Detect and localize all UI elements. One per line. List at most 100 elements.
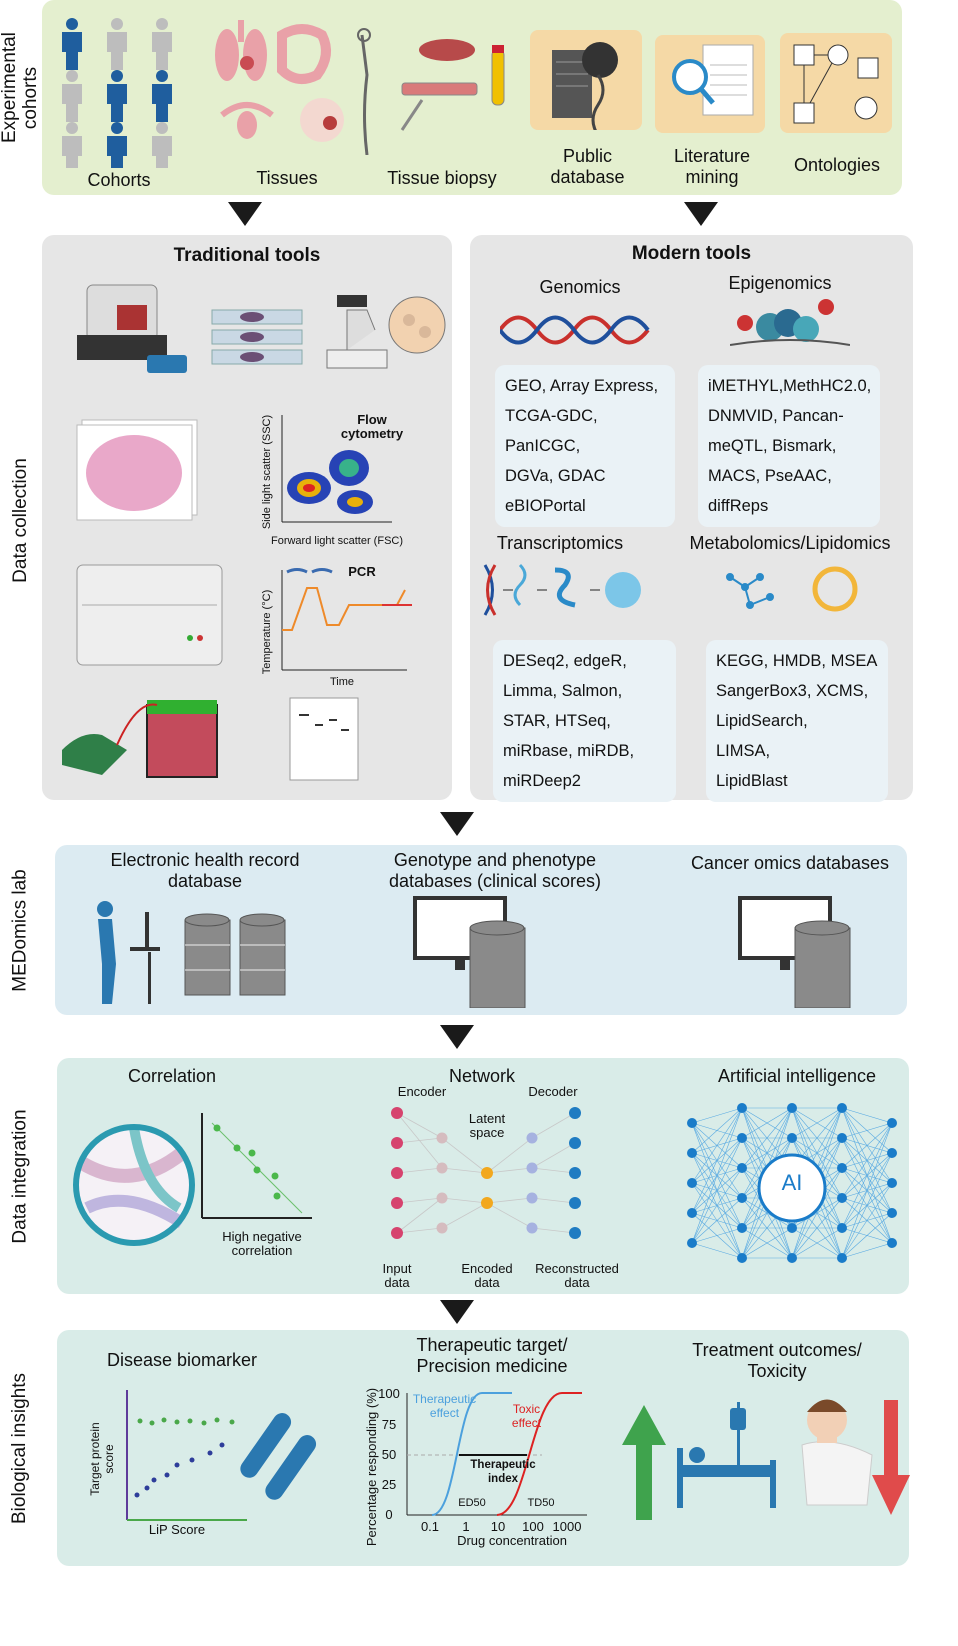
database-icon: [184, 913, 286, 996]
traditional-title: Traditional tools: [173, 245, 321, 266]
encoded-data-label: Encoded data: [461, 1261, 513, 1290]
section-label-integration: Data integration: [9, 1108, 31, 1244]
transcriptomics-tool: STAR, HTSeq,: [503, 712, 611, 730]
ytick-75: 75: [381, 1417, 397, 1432]
pcr-xlabel: Time: [329, 676, 355, 688]
genomics-tool: PanICGC,: [505, 437, 581, 455]
section-label-cohorts: Experimental cohorts: [0, 31, 41, 143]
latent-label: Latent space: [468, 1111, 506, 1140]
person-at-computer-icon: [97, 901, 160, 1004]
scatter-negative-icon: [201, 1113, 312, 1219]
flow-xlabel: Forward light scatter (FSC): [270, 535, 404, 547]
reconstructed-data-label: Reconstructed data: [535, 1261, 619, 1290]
transcriptomics-tool: miRbase, miRDB,: [503, 742, 635, 760]
xtick-100: 100: [522, 1519, 544, 1534]
pcr-machine-icon: [76, 564, 223, 666]
treatment-title: Treatment outcomes/ Toxicity: [692, 1340, 862, 1381]
transcriptomics-tool: Limma, Salmon,: [503, 682, 623, 700]
integration-panel: Correlation High negative correlation Ne…: [57, 1058, 909, 1294]
chord-diagram-icon: [73, 1124, 195, 1246]
high-negative-label: High negative correlation: [222, 1229, 302, 1258]
label-public-db: Public database: [550, 146, 625, 187]
label-geno: Genotype and phenotype databases (clinic…: [388, 850, 602, 891]
pcr-plot: [281, 568, 412, 671]
flow-arrow-1: [228, 202, 262, 226]
flow-ylabel: Side light scatter (SSC): [261, 414, 273, 530]
neural-network-icon: [687, 1103, 897, 1263]
section-label-lab: MEDomics lab: [9, 868, 31, 992]
lab-panel: Electronic health record database Genoty…: [55, 845, 907, 1015]
genomics-title: Genomics: [539, 277, 621, 297]
biomarker-title: Disease biomarker: [106, 1350, 258, 1370]
section-label-collection: Data collection: [9, 457, 31, 583]
dna-icon: [500, 315, 650, 345]
label-ehr: Electronic health record database: [110, 850, 300, 891]
metabolomics-tool: LipidBlast: [716, 772, 788, 790]
toxic-effect-label: Toxic effect: [511, 1402, 542, 1430]
people-icon: [62, 18, 172, 168]
xtick-1000: 1000: [552, 1519, 582, 1534]
ed50-label: ED50: [458, 1497, 486, 1509]
dr-ylabel: Percentage responding (%): [364, 1387, 379, 1547]
flow-title: Flow cytometry: [340, 412, 404, 441]
patient-bed-icon: [677, 1402, 776, 1508]
gel-icon: [289, 697, 359, 781]
label-biopsy: Tissue biopsy: [387, 168, 497, 188]
organs-icon: [215, 20, 344, 142]
metabolomics-tool: KEGG, HMDB, MSEA: [716, 652, 878, 670]
pcr-ylabel: Temperature (°C): [261, 589, 273, 675]
test-strip-icon: [240, 1413, 317, 1500]
literature-tile: [655, 35, 765, 133]
section-label-insights: Biological insights: [9, 1372, 31, 1524]
microtome-icon: [77, 284, 187, 373]
histology-icon: [76, 419, 198, 521]
xtick-10: 10: [490, 1519, 506, 1534]
label-cohorts: Cohorts: [87, 170, 151, 190]
epigenomics-tools-box: iMETHYL,MethHC2.0, DNMVID, Pancan- meQTL…: [698, 365, 880, 527]
xtick-0.1: 0.1: [420, 1519, 440, 1534]
therapeutic-index-label: Therapeutic index: [470, 1459, 536, 1485]
transcriptomics-tool: miRDeep2: [503, 772, 581, 790]
modern-tools-panel: Modern tools Genomics Epigenomics GEO, A…: [470, 235, 913, 802]
microscope-icon: [326, 295, 446, 369]
server-globe-icon: [552, 42, 618, 136]
cohorts-panel: Cohorts Tissues Tissue biopsy Public dat…: [42, 0, 902, 195]
correlation-title: Correlation: [127, 1066, 217, 1086]
traditional-tools-panel: Traditional tools Flow cytometry Forward…: [42, 235, 452, 800]
network-title: Network: [448, 1066, 515, 1086]
dose-response-chart: [406, 1392, 587, 1516]
sick-person-icon: [801, 1399, 873, 1506]
flow-arrow-4: [440, 1025, 474, 1049]
label-literature: Literature mining: [673, 146, 751, 187]
flow-arrow-5: [440, 1300, 474, 1324]
insights-panel: Disease biomarker Target protein score L…: [57, 1330, 910, 1566]
therapeutic-effect-label: Therapeutic effect: [412, 1392, 477, 1420]
cancer-db-icon: [738, 896, 851, 1008]
up-arrow-icon: [622, 1405, 666, 1520]
flow-arrow-2: [684, 202, 718, 226]
decoder-label: Decoder: [528, 1084, 578, 1099]
epigenomics-tool: iMETHYL,MethHC2.0,: [708, 377, 872, 395]
epigenomics-tool: diffReps: [708, 497, 769, 515]
slides-icon: [211, 309, 303, 365]
ai-title: Artificial intelligence: [717, 1066, 877, 1086]
genomics-tools-box: GEO, Array Express, TCGA-GDC, PanICGC, D…: [495, 365, 675, 527]
label-ontologies: Ontologies: [793, 155, 881, 175]
metabolomics-tool: SangerBox3, XCMS,: [716, 682, 869, 700]
dr-xlabel: Drug concentration: [457, 1533, 567, 1548]
down-arrow-icon: [872, 1400, 910, 1515]
genomics-tool: eBIOPortal: [505, 497, 586, 515]
bio-ylabel: Target protein score: [88, 1422, 116, 1496]
label-tissues: Tissues: [256, 168, 318, 188]
ytick-50: 50: [381, 1447, 397, 1462]
metabolomics-tools-box: KEGG, HMDB, MSEA SangerBox3, XCMS, Lipid…: [706, 640, 888, 802]
epigenomics-title: Epigenomics: [728, 273, 832, 293]
epigenomics-tool: MACS, PseAAC,: [708, 467, 832, 485]
biopsy-icon: [357, 28, 505, 155]
public-database-tile: [530, 30, 642, 136]
nucleosome-icon: [730, 299, 850, 346]
xtick-1: 1: [462, 1519, 470, 1534]
metabolomics-tool: LIMSA,: [716, 742, 771, 760]
transcriptomics-tools-box: DESeq2, edgeR, Limma, Salmon, STAR, HTSe…: [493, 640, 676, 802]
epigenomics-tool: meQTL, Bismark,: [708, 437, 837, 455]
